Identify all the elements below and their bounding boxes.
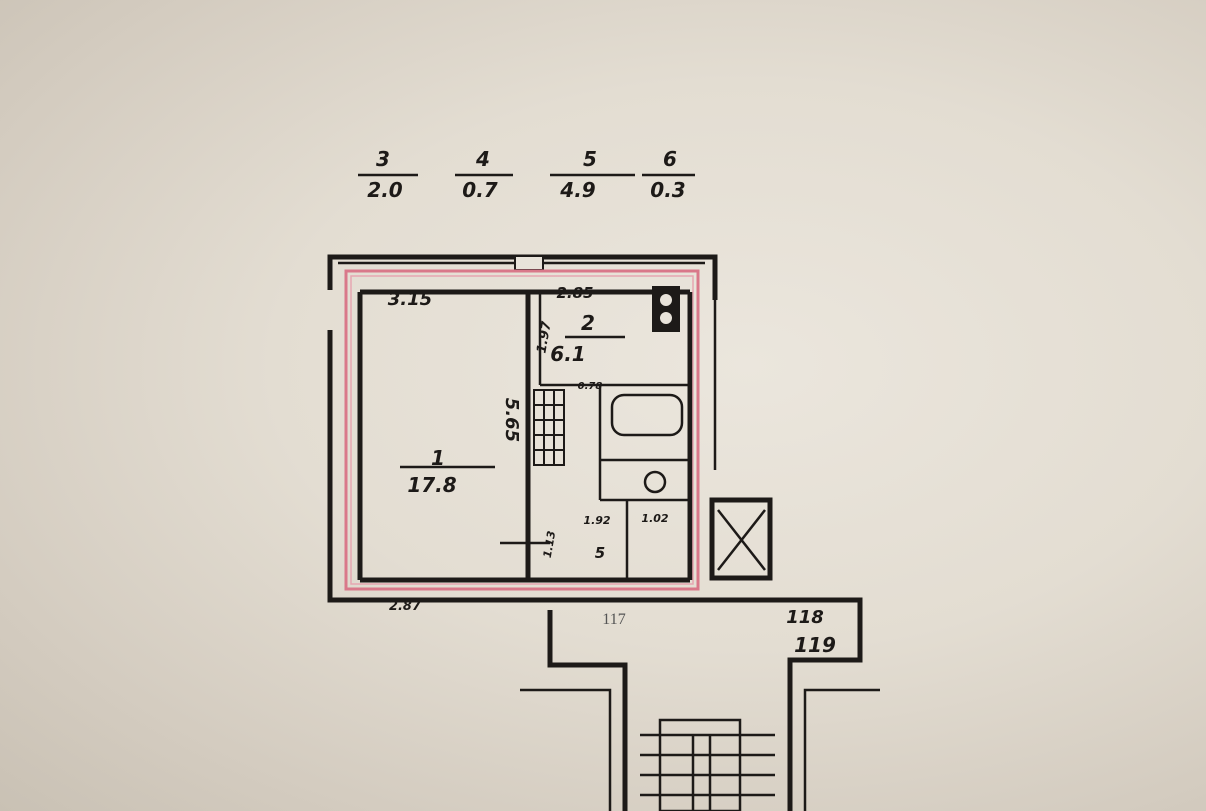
legend-item-5: 54.9 [550,147,635,202]
ventilation-shaft-icon [533,389,565,466]
toilet-icon [643,470,667,494]
legend-room-number: 5 [583,147,597,171]
bathtub-icon [610,393,684,437]
svg-text:1: 1 [431,446,445,470]
svg-text:6.1: 6.1 [550,342,585,366]
dimension-label: 3.15 [388,289,432,310]
dimension-label: 2.87 [389,599,422,614]
walls [327,254,880,811]
area-legend: 32.0 40.7 54.9 60.3 [358,147,695,202]
legend-room-number: 3 [376,147,390,171]
svg-text:17.8: 17.8 [407,473,456,497]
dimension-label: 5.65 [501,398,522,442]
room-2-label: 2 6.1 [550,311,625,366]
unit-number-handwritten: 118 [786,607,824,628]
dimension-label: 1.97 [534,319,555,354]
svg-text:2: 2 [581,311,595,335]
dimension-label: 1.02 [641,512,668,525]
legend-room-area: 4.9 [559,178,596,202]
dimensions: 3.15 2.85 5.65 1.97 2.87 1.92 1.02 5 0.7… [388,284,669,614]
legend-room-area: 2.0 [367,178,403,202]
dimension-label: 1.92 [583,514,610,527]
legend-room-area: 0.7 [462,178,498,202]
legend-room-number: 4 [475,147,490,171]
dimension-label: 2.85 [556,284,593,302]
dimension-label: 5 [595,544,605,562]
legend-item-3: 32.0 [358,147,418,202]
room-1-label: 1 17.8 [400,446,495,497]
stove-icon [652,286,680,332]
dimension-label: 0.78 [578,381,603,392]
unit-number-handwritten: 119 [794,633,836,657]
unit-number-printed: 117 [602,611,625,628]
legend-item-4: 40.7 [455,147,513,202]
legend-item-6: 60.3 [642,147,695,202]
apartment-highlight [344,269,700,591]
legend-room-area: 0.3 [650,178,685,202]
legend-room-number: 6 [663,147,677,171]
